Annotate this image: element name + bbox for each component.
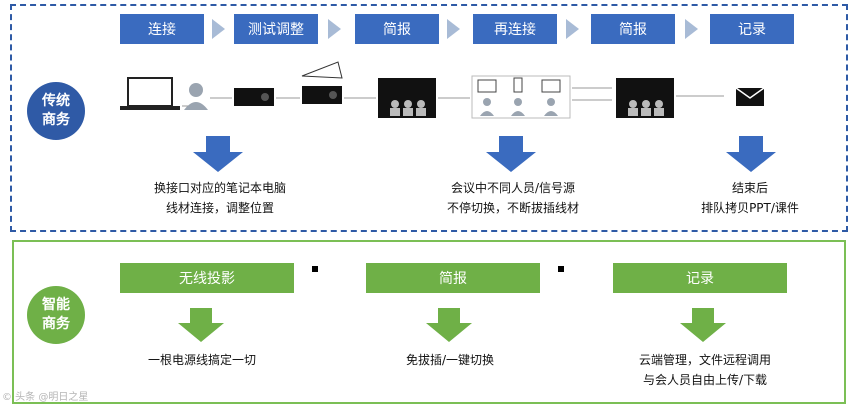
- equipment-flow-diagram: [120, 61, 765, 119]
- traditional-label-text: 传统 商务: [42, 93, 70, 128]
- person-icon: [184, 83, 208, 110]
- chevron-right-icon: [328, 19, 341, 39]
- caption-one-click: 免拔插/一键切换: [405, 353, 495, 367]
- step-smart-briefing: 简报: [366, 263, 540, 293]
- chevron-right-icon: [447, 19, 460, 39]
- caption-record: 结束后 排队拷贝PPT/课件: [701, 181, 799, 215]
- step-wireless-projection: 无线投影: [120, 263, 294, 293]
- down-arrow-icon: [193, 136, 243, 172]
- audience-screen-icon-2: [616, 78, 674, 118]
- projector-adjust-icon: [301, 61, 343, 104]
- step-record: 记录: [710, 14, 794, 44]
- smart-business-label: 智能 商务: [27, 286, 85, 344]
- down-arrow-icon: [486, 136, 536, 172]
- caption-wireless: 一根电源线搞定一切: [147, 353, 256, 367]
- caption-connect: 换接口对应的笔记本电脑 线材连接，调整位置: [153, 181, 286, 215]
- down-arrow-icon: [726, 136, 776, 172]
- traditional-business-label: 传统 商务: [27, 82, 85, 140]
- laptop-icon: [120, 77, 180, 110]
- chevron-right-icon: [685, 19, 698, 39]
- caption-reconnect: 会议中不同人员/信号源 不停切换，不断拔插线材: [446, 181, 579, 215]
- smart-business-panel: [12, 240, 846, 404]
- watermark: © 头条 @明日之星: [2, 392, 89, 403]
- step-briefing-2: 简报: [591, 14, 675, 44]
- down-arrow-icon: [426, 308, 472, 342]
- caption-cloud: 云端管理，文件远程调用 与会人员自由上传/下载: [638, 353, 771, 387]
- step-smart-record: 记录: [613, 263, 787, 293]
- chevron-right-icon: [312, 266, 318, 272]
- step-reconnect: 再连接: [473, 14, 557, 44]
- down-arrow-icon: [178, 308, 224, 342]
- traditional-business-panel: [10, 4, 848, 232]
- down-arrow-icon: [680, 308, 726, 342]
- smart-label-text: 智能 商务: [42, 297, 70, 332]
- projector-icon: [234, 88, 274, 106]
- chevron-right-icon: [566, 19, 579, 39]
- chevron-right-icon: [558, 266, 564, 272]
- step-test-adjust: 测试调整: [234, 14, 318, 44]
- mail-icon: [735, 87, 765, 106]
- step-connect: 连接: [120, 14, 204, 44]
- step-briefing: 简报: [355, 14, 439, 44]
- audience-screen-icon: [378, 78, 436, 118]
- multi-device-icon: [471, 75, 571, 119]
- chevron-right-icon: [212, 19, 225, 39]
